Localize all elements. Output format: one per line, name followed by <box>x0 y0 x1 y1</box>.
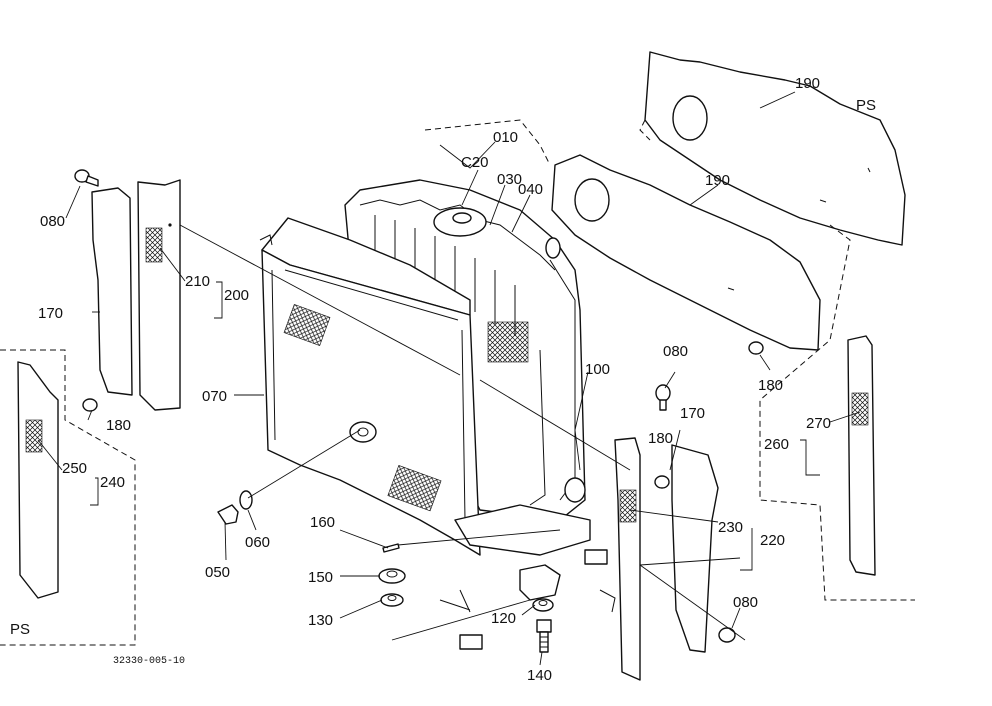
bolt-140 <box>536 619 552 653</box>
label-080-top-left: 080 <box>40 213 65 230</box>
label-030: 030 <box>497 171 522 188</box>
bottom-mount-bracket <box>439 504 616 650</box>
washer-120 <box>532 598 554 612</box>
drain-cock-050 <box>217 504 239 525</box>
label-160: 160 <box>310 514 335 531</box>
label-250: 250 <box>62 460 87 477</box>
label-140: 140 <box>527 667 552 684</box>
label-ps-bottom: PS <box>10 621 30 638</box>
label-150: 150 <box>308 569 333 586</box>
label-080-right-upper: 080 <box>663 343 688 360</box>
baffle-plate-190-rear <box>644 51 906 246</box>
label-130: 130 <box>308 612 333 629</box>
label-170-left: 170 <box>38 305 63 322</box>
side-panel-170-left <box>91 187 133 396</box>
bolt-080-right-upper <box>655 384 671 411</box>
clip-180-center <box>654 475 670 489</box>
bracket-260-right <box>847 335 876 576</box>
label-180-right: 180 <box>758 377 783 394</box>
label-270: 270 <box>806 415 831 432</box>
label-070: 070 <box>202 388 227 405</box>
bolt-080-top-left <box>74 169 99 187</box>
label-210: 210 <box>185 273 210 290</box>
label-050: 050 <box>205 564 230 581</box>
label-190-top: 190 <box>795 75 820 92</box>
side-panel-170-right <box>671 444 719 653</box>
clip-180-left <box>82 398 98 412</box>
leader-lines <box>37 91 861 666</box>
label-ps-top: PS <box>856 97 876 114</box>
label-230: 230 <box>718 519 743 536</box>
label-120: 120 <box>491 610 516 627</box>
figure-code: 32330-005-10 <box>113 656 185 667</box>
label-060: 060 <box>245 534 270 551</box>
pin-160 <box>382 543 400 553</box>
washer-130 <box>380 593 404 607</box>
bracket-240-left <box>17 361 59 599</box>
baffle-plate-190-front <box>551 154 821 351</box>
label-220: 220 <box>760 532 785 549</box>
label-180-left: 180 <box>106 417 131 434</box>
label-100: 100 <box>585 361 610 378</box>
bolt-080-right-lower <box>718 627 736 643</box>
label-170-right: 170 <box>680 405 705 422</box>
label-200: 200 <box>224 287 249 304</box>
label-190-middle: 190 <box>705 172 730 189</box>
washer-150 <box>378 568 406 584</box>
fan-shroud-070 <box>259 217 481 556</box>
label-080-right-lower: 080 <box>733 594 758 611</box>
gasket-060 <box>239 490 253 510</box>
label-020: C20 <box>461 154 489 171</box>
label-180-center: 180 <box>648 430 673 447</box>
label-240: 240 <box>100 474 125 491</box>
label-040: 040 <box>518 181 543 198</box>
clip-180-right <box>748 341 764 355</box>
label-010: 010 <box>493 129 518 146</box>
label-260: 260 <box>764 436 789 453</box>
bracket-220-right <box>614 437 641 681</box>
bracket-200-left <box>137 179 181 411</box>
